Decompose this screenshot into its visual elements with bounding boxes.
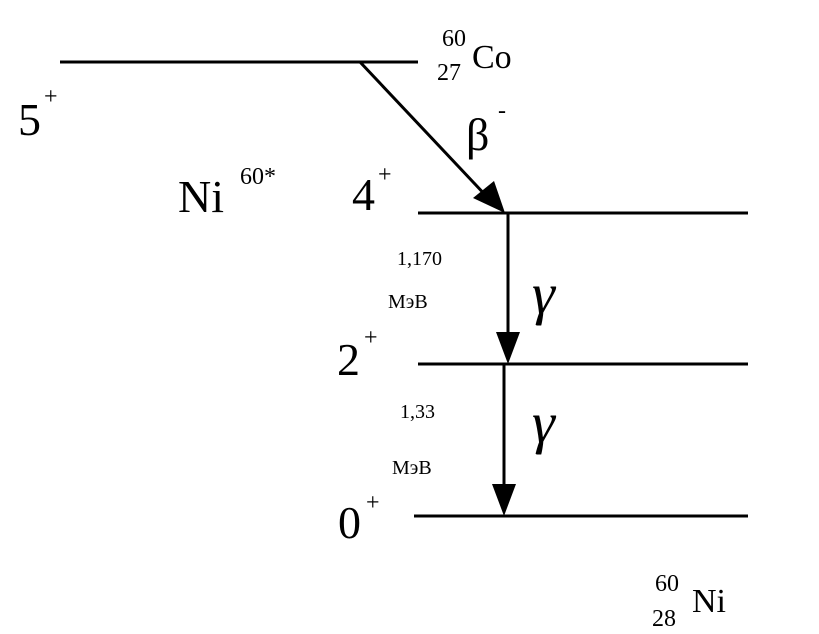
daughter-symbol: Ni [692,583,726,620]
parent-symbol: Co [472,39,512,76]
beta-symbol: β [466,109,489,160]
gamma2-unit: МэВ [392,457,432,479]
intermediate-superscript: 60* [240,164,276,190]
gamma1-symbol: γ [532,261,557,326]
level-2-spin: 2 [337,334,360,385]
daughter-mass-number: 60 [655,571,679,597]
gamma2-energy: 1,33 [400,401,435,423]
gamma2-arrowhead [492,484,516,516]
beta-sign: - [498,98,506,124]
level-4-spin: 4 [352,169,375,220]
daughter-atomic-number: 28 [652,606,676,632]
parent-parity: + [44,84,58,110]
gamma2-symbol: γ [532,390,557,455]
parent-atomic-number: 27 [437,60,461,86]
beta-arrowhead [473,181,505,213]
gamma1-arrowhead [496,332,520,364]
parent-spin: 5 [18,94,41,145]
level-0-parity: + [366,490,380,516]
gamma1-unit: МэВ [388,291,428,313]
intermediate-symbol: Ni [178,171,224,222]
beta-decay-arrow [358,60,492,202]
level-0-spin: 0 [338,497,361,548]
gamma1-energy: 1,170 [397,248,442,270]
parent-mass-number: 60 [442,26,466,52]
level-2-parity: + [364,325,378,351]
level-4-parity: + [378,162,392,188]
